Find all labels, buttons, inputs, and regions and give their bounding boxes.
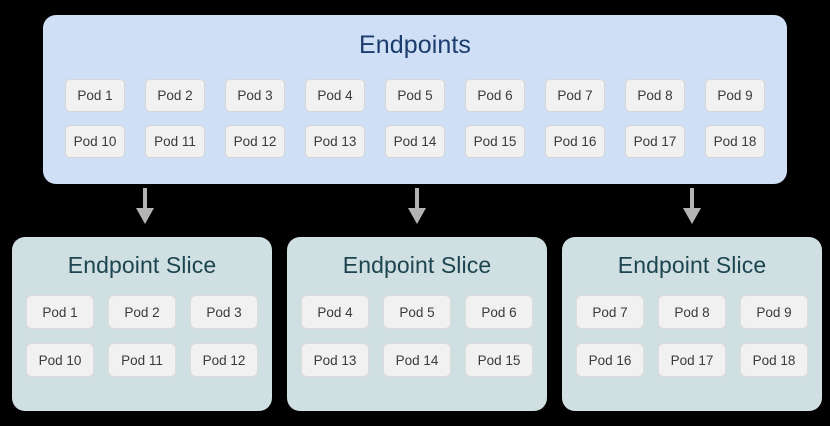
slice-pod-grid: Pod 4 Pod 5 Pod 6 Pod 13 Pod 14 Pod 15 xyxy=(287,295,547,391)
endpoints-pod-row: Pod 10 Pod 11 Pod 12 Pod 13 Pod 14 Pod 1… xyxy=(43,125,787,158)
pod-chip[interactable]: Pod 2 xyxy=(108,295,176,329)
pod-chip[interactable]: Pod 11 xyxy=(108,343,176,377)
pod-chip[interactable]: Pod 4 xyxy=(301,295,369,329)
pod-chip[interactable]: Pod 10 xyxy=(65,125,125,158)
arrow-down-icon xyxy=(134,188,156,224)
slice-pod-row: Pod 1 Pod 2 Pod 3 xyxy=(12,295,272,329)
pod-chip[interactable]: Pod 16 xyxy=(576,343,644,377)
arrow-down-icon xyxy=(406,188,428,224)
slice-pod-row: Pod 13 Pod 14 Pod 15 xyxy=(287,343,547,377)
arrow-down-icon xyxy=(681,188,703,224)
pod-chip[interactable]: Pod 5 xyxy=(383,295,451,329)
pod-chip[interactable]: Pod 12 xyxy=(190,343,258,377)
pod-chip[interactable]: Pod 18 xyxy=(740,343,808,377)
pod-chip[interactable]: Pod 7 xyxy=(576,295,644,329)
pod-chip[interactable]: Pod 14 xyxy=(383,343,451,377)
slice-pod-row: Pod 4 Pod 5 Pod 6 xyxy=(287,295,547,329)
pod-chip[interactable]: Pod 11 xyxy=(145,125,205,158)
endpoint-slice-panel-3: Endpoint Slice Pod 7 Pod 8 Pod 9 Pod 16 … xyxy=(562,237,822,411)
pod-chip[interactable]: Pod 12 xyxy=(225,125,285,158)
pod-chip[interactable]: Pod 9 xyxy=(740,295,808,329)
endpoint-slice-title: Endpoint Slice xyxy=(342,252,492,278)
pod-chip[interactable]: Pod 3 xyxy=(225,79,285,112)
endpoint-slice-panel-1: Endpoint Slice Pod 1 Pod 2 Pod 3 Pod 10 … xyxy=(12,237,272,411)
slice-pod-grid: Pod 1 Pod 2 Pod 3 Pod 10 Pod 11 Pod 12 xyxy=(12,295,272,391)
pod-chip[interactable]: Pod 15 xyxy=(465,343,533,377)
pod-chip[interactable]: Pod 17 xyxy=(658,343,726,377)
pod-chip[interactable]: Pod 1 xyxy=(26,295,94,329)
endpoints-pod-row: Pod 1 Pod 2 Pod 3 Pod 4 Pod 5 Pod 6 Pod … xyxy=(43,79,787,112)
pod-chip[interactable]: Pod 17 xyxy=(625,125,685,158)
endpoints-panel: Endpoints Pod 1 Pod 2 Pod 3 Pod 4 Pod 5 … xyxy=(43,15,787,184)
pod-chip[interactable]: Pod 4 xyxy=(305,79,365,112)
pod-chip[interactable]: Pod 6 xyxy=(465,79,525,112)
pod-chip[interactable]: Pod 5 xyxy=(385,79,445,112)
pod-chip[interactable]: Pod 7 xyxy=(545,79,605,112)
slice-pod-row: Pod 16 Pod 17 Pod 18 xyxy=(562,343,822,377)
pod-chip[interactable]: Pod 14 xyxy=(385,125,445,158)
pod-chip[interactable]: Pod 16 xyxy=(545,125,605,158)
pod-chip[interactable]: Pod 8 xyxy=(658,295,726,329)
pod-chip[interactable]: Pod 9 xyxy=(705,79,765,112)
slice-pod-row: Pod 7 Pod 8 Pod 9 xyxy=(562,295,822,329)
endpoint-slice-title: Endpoint Slice xyxy=(617,252,767,278)
endpoints-title: Endpoints xyxy=(358,31,472,59)
pod-chip[interactable]: Pod 15 xyxy=(465,125,525,158)
endpoint-slice-title: Endpoint Slice xyxy=(67,252,217,278)
pod-chip[interactable]: Pod 1 xyxy=(65,79,125,112)
pod-chip[interactable]: Pod 10 xyxy=(26,343,94,377)
slice-pod-row: Pod 10 Pod 11 Pod 12 xyxy=(12,343,272,377)
pod-chip[interactable]: Pod 13 xyxy=(301,343,369,377)
endpoint-slice-panel-2: Endpoint Slice Pod 4 Pod 5 Pod 6 Pod 13 … xyxy=(287,237,547,411)
slice-pod-grid: Pod 7 Pod 8 Pod 9 Pod 16 Pod 17 Pod 18 xyxy=(562,295,822,391)
pod-chip[interactable]: Pod 6 xyxy=(465,295,533,329)
pod-chip[interactable]: Pod 3 xyxy=(190,295,258,329)
pod-chip[interactable]: Pod 13 xyxy=(305,125,365,158)
pod-chip[interactable]: Pod 2 xyxy=(145,79,205,112)
pod-chip[interactable]: Pod 18 xyxy=(705,125,765,158)
pod-chip[interactable]: Pod 8 xyxy=(625,79,685,112)
endpoints-pod-grid: Pod 1 Pod 2 Pod 3 Pod 4 Pod 5 Pod 6 Pod … xyxy=(43,79,787,171)
